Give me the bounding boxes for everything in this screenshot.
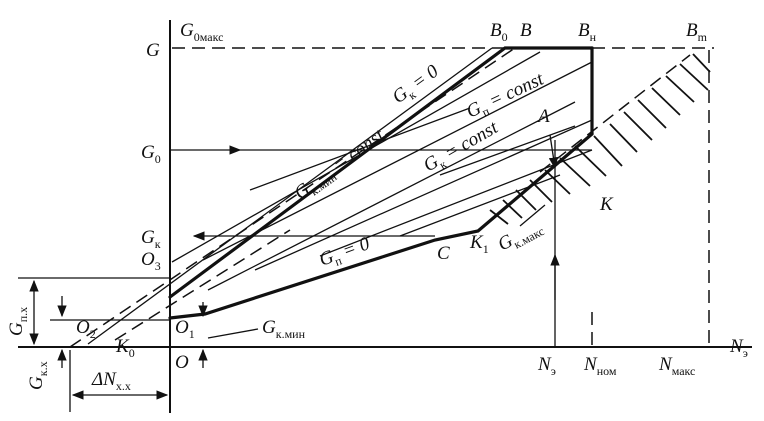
label-nnom: Nном bbox=[583, 354, 617, 378]
x-axis-label: Nэ bbox=[729, 336, 748, 360]
label-bn: Bн bbox=[578, 20, 597, 44]
label-ne: Nэ bbox=[537, 354, 556, 378]
dashed-line-o2 bbox=[69, 47, 516, 348]
point-o1: O1 bbox=[175, 317, 195, 341]
point-k0: K0 bbox=[115, 336, 135, 360]
label-gkmin-const: Gк.мин = const bbox=[291, 125, 391, 207]
point-c: C bbox=[437, 243, 450, 264]
label-o3: O3 bbox=[141, 249, 161, 273]
dashed-line-k0 bbox=[114, 229, 291, 341]
label-gk: Gк bbox=[141, 227, 161, 251]
point-k1: K1 bbox=[469, 232, 489, 256]
y-axis-label: G0макс bbox=[180, 20, 223, 44]
label-gk-const: Gк = const bbox=[420, 117, 504, 179]
label-gpx: Gп.х bbox=[6, 307, 30, 336]
label-nmax: Nмакс bbox=[658, 354, 695, 378]
point-o2: O2 bbox=[76, 317, 96, 341]
point-o: O bbox=[175, 352, 189, 373]
dashed-line-bm bbox=[539, 54, 691, 173]
label-gp-const: Gп = const bbox=[463, 68, 549, 125]
point-k: K bbox=[599, 194, 614, 215]
a-arrow bbox=[548, 134, 559, 170]
label-gkmin: Gк.мин bbox=[262, 317, 306, 341]
gp0-curve bbox=[168, 132, 594, 320]
label-b0: B0 bbox=[490, 20, 508, 44]
gkmin-const-curve bbox=[168, 46, 594, 299]
k-leader-line bbox=[519, 204, 546, 227]
label-bm: Bm bbox=[686, 20, 708, 44]
hatched-region bbox=[489, 53, 711, 225]
label-b: B bbox=[520, 20, 532, 41]
gkmin-leader bbox=[207, 328, 259, 339]
label-delta-n: ΔNх.х bbox=[91, 369, 131, 393]
label-g0: G0 bbox=[141, 142, 161, 166]
label-g: G bbox=[146, 40, 160, 61]
label-gk-max: Gк.макс bbox=[494, 215, 546, 258]
label-gkx: Gк.х bbox=[26, 361, 50, 390]
point-a: A bbox=[536, 106, 550, 127]
